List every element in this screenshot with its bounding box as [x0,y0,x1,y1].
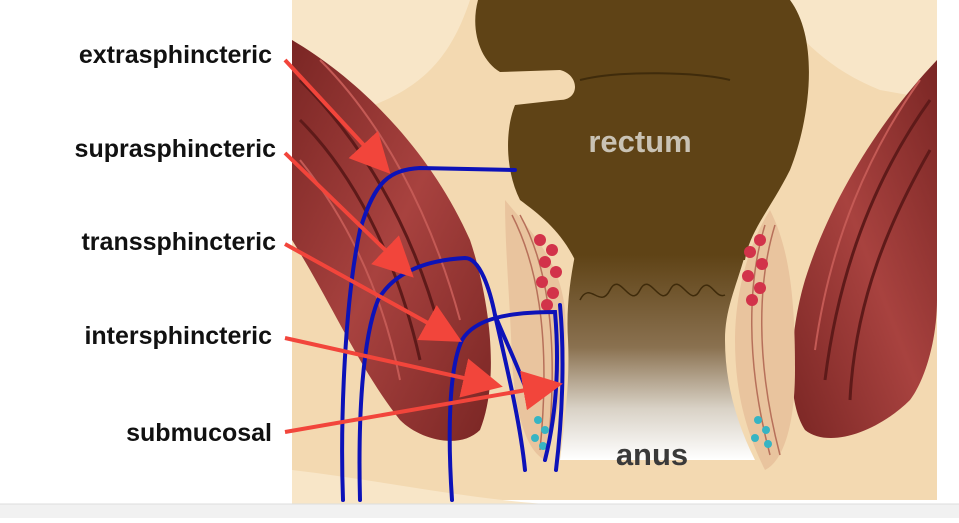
label-transsphincteric: transsphincteric [81,228,276,256]
label-suprasphincteric: suprasphincteric [75,135,277,163]
submucosal-arrow [284,370,563,434]
region-label-anus: anus [616,437,688,472]
fistula-tracts [340,165,565,502]
label-extrasphincteric: extrasphincteric [79,41,272,69]
extrasphincteric-tract [340,165,517,502]
suprasphincteric-tract [357,255,532,502]
label-arrows [283,58,563,434]
bottom-divider [0,504,959,518]
right-levator-muscle [791,60,937,439]
suprasphincteric-arrow [283,151,414,278]
intersphincteric-arrow [284,336,503,398]
rectum-shape [475,0,809,260]
right-anal-glands-red [742,234,768,306]
region-label-rectum: rectum [588,124,691,159]
label-submucosal: submucosal [126,419,272,447]
left-anal-glands-cyan [531,416,549,450]
right-anal-glands-cyan [751,416,772,448]
label-intersphincteric: intersphincteric [84,322,272,350]
anal-canal [560,255,755,460]
left-anal-glands-red [534,234,562,311]
transsphincteric-arrow [284,242,463,342]
extrasphincteric-arrow [283,58,391,174]
